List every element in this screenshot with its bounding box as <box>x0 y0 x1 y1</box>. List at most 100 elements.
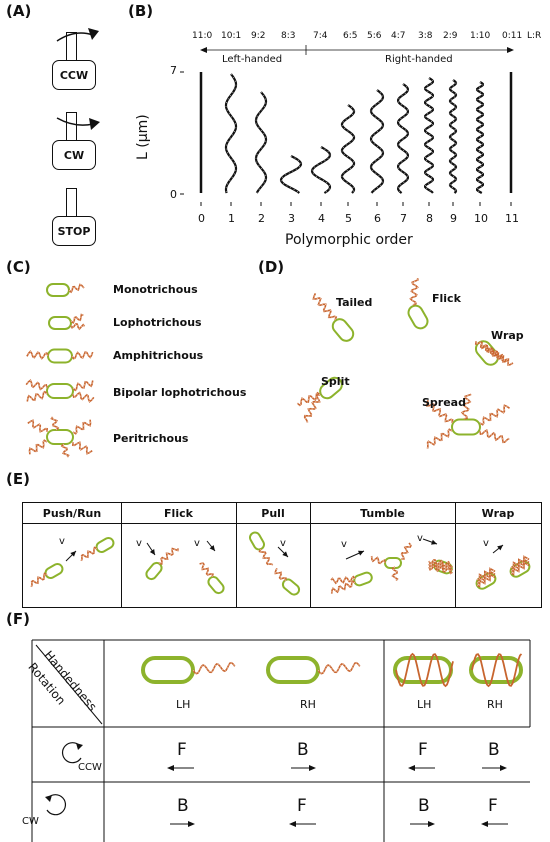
flagellum-highlight <box>479 404 510 426</box>
helical-flagellum-shade <box>449 79 457 194</box>
bacterium-body <box>249 531 265 551</box>
ratio-label: 3:8 <box>418 31 433 41</box>
velocity-label: v <box>194 538 200 549</box>
direction-arrow-icon <box>481 821 508 827</box>
handedness-illustrations <box>141 652 523 688</box>
ccw-motor: CCW <box>52 60 96 90</box>
flagellum-highlight <box>330 576 356 584</box>
panel-label-a: (A) <box>6 2 32 20</box>
flagellum <box>30 572 48 588</box>
x-tick-label: 0 <box>198 212 205 225</box>
flagellum-highlight <box>428 559 453 568</box>
flagellum-highlight <box>70 323 85 330</box>
ratio-label: 4:7 <box>391 31 406 41</box>
flagellum <box>303 394 321 423</box>
direction-arrow-icon <box>482 765 507 771</box>
x-tick-label: 10 <box>474 212 488 225</box>
flagellum-highlight <box>70 314 84 324</box>
type-label: Peritrichous <box>113 432 189 445</box>
bacterium-body <box>407 304 429 330</box>
ratio-axis-label: L:R <box>527 31 542 41</box>
wrap-cell: Wrap <box>455 503 541 607</box>
handedness-arrows <box>200 45 514 55</box>
x-tick-label: 4 <box>318 212 325 225</box>
wrapped-flagellum <box>395 652 454 688</box>
flagellum-highlight <box>61 443 69 458</box>
stop-motor: STOP <box>52 216 96 246</box>
direction-label: B <box>418 796 430 816</box>
flagellum-highlight <box>510 562 530 575</box>
flagellum-highlight <box>510 556 530 569</box>
pull-cell: Pull <box>236 503 311 607</box>
cw-motor: CW <box>52 140 96 170</box>
flagellum-highlight <box>410 278 419 306</box>
x-tick-label: 11 <box>505 212 519 225</box>
velocity-arrow-head <box>431 539 437 545</box>
helical-flagellum-shade <box>311 146 331 194</box>
flagellum-highlight <box>192 662 236 674</box>
ratio-label: 6:5 <box>343 31 358 41</box>
ratio-label: 11:0 <box>192 31 213 41</box>
mode-label: Split <box>321 375 350 388</box>
direction-arrow-icon <box>170 821 195 827</box>
flagellum-highlight <box>400 542 412 560</box>
flagellum-highlight <box>72 392 95 403</box>
direction-label: B <box>177 796 189 816</box>
velocity-arrow-head <box>497 545 503 551</box>
type-label: Monotrichous <box>113 283 198 296</box>
velocity-arrow-head <box>149 549 155 555</box>
x-tick-label: 8 <box>426 212 433 225</box>
flagellum-highlight <box>26 350 49 359</box>
column-header: Pull <box>236 503 310 524</box>
direction-label: F <box>177 740 187 760</box>
x-axis-label: Polymorphic order <box>285 232 413 248</box>
rotation-arrow-icon <box>56 117 100 130</box>
flagellum-highlight <box>29 439 48 455</box>
flagellum <box>80 546 98 562</box>
column-label: RH <box>487 698 503 711</box>
rotation-arrow-icon <box>45 794 67 816</box>
flagellum-highlight <box>510 559 530 572</box>
row-label: CCW <box>78 762 102 773</box>
flagellum-highlight <box>461 394 472 420</box>
type-label: Lophotrichous <box>113 316 202 329</box>
helical-flagellum <box>476 81 484 194</box>
motor-stem <box>66 188 77 219</box>
bacterium-body <box>145 561 163 581</box>
velocity-arrow-head <box>282 551 288 557</box>
mode-label: Spread <box>422 396 466 409</box>
bacterium-body <box>48 316 72 330</box>
row-label: CW <box>22 816 39 827</box>
direction-label: B <box>488 740 500 760</box>
motor-stem <box>66 32 77 63</box>
bacterium-body <box>331 318 355 342</box>
flick-cell: Flick <box>121 503 237 607</box>
flagellum-highlight <box>297 392 321 406</box>
flagellum-highlight <box>72 419 91 435</box>
direction-label: F <box>297 796 307 816</box>
velocity-arrow-head <box>358 550 364 556</box>
flagellum-highlight <box>476 574 496 587</box>
motor-stem <box>66 112 77 143</box>
ratio-label: 10:1 <box>221 31 242 41</box>
bacterium-body <box>46 429 74 445</box>
ratio-label: 8:3 <box>281 31 296 41</box>
x-tick-label: 9 <box>450 212 457 225</box>
mode-label: Wrap <box>491 329 524 342</box>
flagellum <box>312 293 338 321</box>
y-tick-7: 7 <box>170 64 177 77</box>
ratio-label: 9:2 <box>251 31 266 41</box>
flagellum-highlight <box>51 416 59 431</box>
flagellum-highlight <box>490 349 514 366</box>
flagellum-highlight <box>428 562 453 571</box>
flagellum-highlight <box>72 380 93 391</box>
ratio-label: 7:4 <box>313 31 328 41</box>
ratio-label: 2:9 <box>443 31 458 41</box>
flagellum-highlight <box>476 571 496 584</box>
flagellum <box>426 399 454 424</box>
panel-label-d: (D) <box>258 258 285 276</box>
x-tick-label: 5 <box>345 212 352 225</box>
velocity-label: v <box>417 533 423 544</box>
